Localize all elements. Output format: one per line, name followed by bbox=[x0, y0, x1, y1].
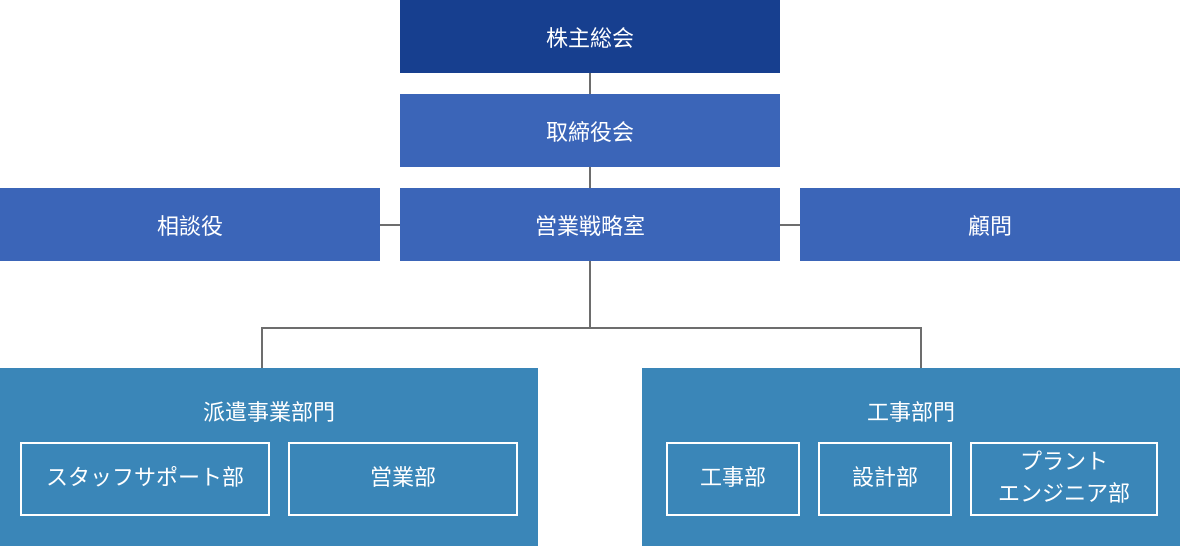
advisor-box: 顧問 bbox=[800, 188, 1180, 261]
connector-shareholders-board bbox=[589, 73, 591, 94]
construction-unit: 工事部 bbox=[666, 442, 800, 516]
connector-to-dispatch bbox=[261, 327, 263, 368]
design-unit: 設計部 bbox=[818, 442, 952, 516]
dispatch-division: 派遣事業部門 スタッフサポート部 営業部 bbox=[0, 368, 538, 546]
staff-support-unit: スタッフサポート部 bbox=[20, 442, 270, 516]
dispatch-division-title: 派遣事業部門 bbox=[202, 401, 335, 426]
connector-strategy-down bbox=[589, 261, 591, 328]
connector-to-construction bbox=[920, 327, 922, 368]
plant-engineering-unit: プラント エンジニア部 bbox=[970, 442, 1158, 516]
sales-strategy-office-box: 営業戦略室 bbox=[400, 188, 780, 261]
shareholders-meeting-box: 株主総会 bbox=[400, 0, 780, 73]
connector-consultant-strategy bbox=[380, 224, 400, 226]
board-of-directors-box: 取締役会 bbox=[400, 94, 780, 167]
sales-unit: 営業部 bbox=[288, 442, 518, 516]
construction-division: 工事部門 工事部 設計部 プラント エンジニア部 bbox=[642, 368, 1180, 546]
construction-division-title: 工事部門 bbox=[866, 401, 955, 426]
connector-board-strategy bbox=[589, 167, 591, 188]
advisor-consultant-box: 相談役 bbox=[0, 188, 380, 261]
connector-horizontal bbox=[261, 327, 922, 329]
connector-strategy-advisor bbox=[780, 224, 800, 226]
